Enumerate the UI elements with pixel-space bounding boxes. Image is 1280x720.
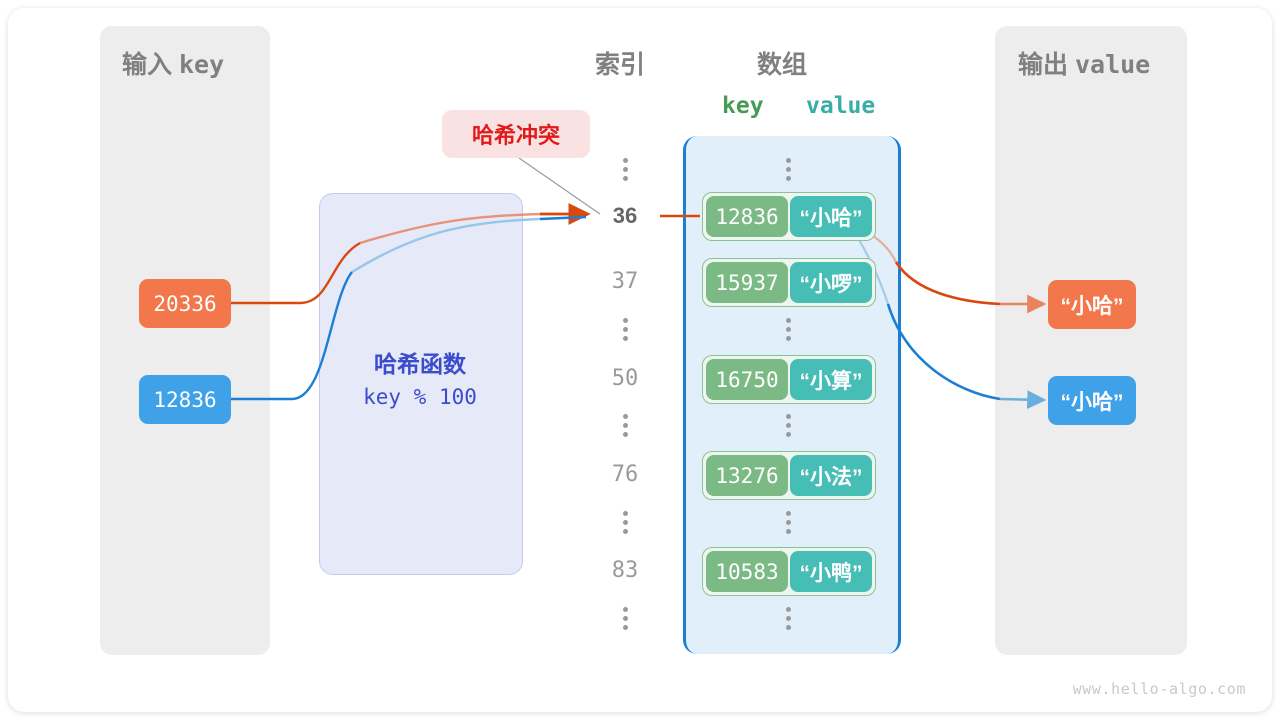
index-ellipsis-3 [618, 414, 632, 437]
entry-value: “小鸭” [790, 551, 872, 592]
hash-collision-badge: 哈希冲突 [442, 110, 590, 158]
entry-key: 12836 [706, 196, 788, 237]
table-row: 10583 “小鸭” [702, 547, 876, 596]
index-ellipsis-5 [618, 607, 632, 630]
output-panel-title: 输出 value [1018, 45, 1150, 81]
array-ellipsis-3 [781, 414, 795, 437]
entry-key: 15937 [706, 262, 788, 303]
entry-value: “小哈” [790, 196, 872, 237]
array-ellipsis-5 [781, 607, 795, 630]
value-column-header: value [806, 93, 876, 119]
key-column-header: key [722, 93, 764, 119]
output-panel [995, 26, 1187, 655]
table-row: 13276 “小法” [702, 451, 876, 500]
input-key-20336: 20336 [139, 279, 231, 328]
entry-value: “小啰” [790, 262, 872, 303]
array-ellipsis-4 [781, 511, 795, 534]
input-title-cn: 输入 [122, 51, 173, 79]
array-ellipsis-1 [781, 158, 795, 181]
output-value-1: “小哈” [1048, 280, 1136, 329]
input-key-12836: 12836 [139, 375, 231, 424]
entry-key: 10583 [706, 551, 788, 592]
entry-key: 13276 [706, 455, 788, 496]
index-column-header: 索引 [595, 51, 646, 79]
input-title-mono: key [178, 50, 225, 79]
entry-value: “小法” [790, 455, 872, 496]
output-title-mono: value [1074, 50, 1151, 79]
table-row: 15937 “小啰” [702, 258, 876, 307]
output-value-2: “小哈” [1048, 376, 1136, 425]
hash-function-box [319, 193, 523, 575]
table-row: 12836 “小哈” [702, 192, 876, 241]
entry-key: 16750 [706, 359, 788, 400]
index-ellipsis-4 [618, 511, 632, 534]
array-ellipsis-2 [781, 318, 795, 341]
watermark: www.hello-algo.com [1072, 680, 1246, 698]
hash-function-title: 哈希函数 [374, 351, 466, 377]
hash-function-formula: key % 100 [363, 385, 477, 409]
index-cell-36: 36 [612, 203, 638, 228]
array-column-header: 数组 [757, 51, 808, 79]
index-ellipsis-2 [618, 318, 632, 341]
entry-value: “小算” [790, 359, 872, 400]
index-cell-50: 50 [611, 366, 639, 391]
index-ellipsis-1 [618, 158, 632, 181]
output-title-cn: 输出 [1018, 51, 1069, 79]
input-panel-title: 输入 key [122, 45, 224, 81]
index-cell-37: 37 [611, 269, 639, 294]
index-cell-83: 83 [611, 558, 639, 583]
input-panel [100, 26, 270, 655]
table-row: 16750 “小算” [702, 355, 876, 404]
index-cell-76: 76 [611, 462, 639, 487]
